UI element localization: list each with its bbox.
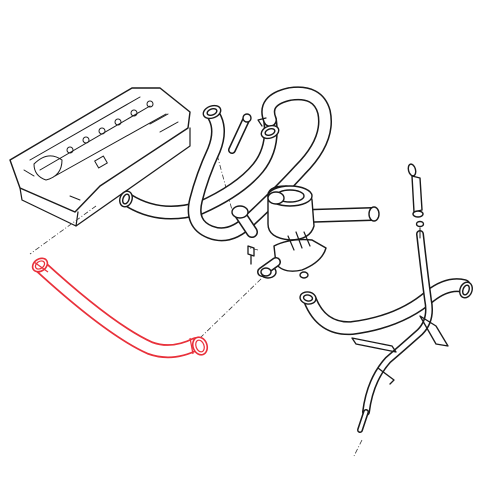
oil-dipstick: [407, 163, 425, 239]
valve-cover: [9, 87, 191, 227]
hose-clamp: [257, 117, 280, 140]
mounting-bolt: [247, 245, 255, 265]
pipe-fitting: [228, 113, 258, 238]
crankcase-vent-valve: [257, 185, 380, 279]
oil-dipstick-guide-tube: [351, 230, 449, 457]
breather-hose-highlighted: [31, 257, 209, 359]
return-hose: [299, 278, 473, 336]
